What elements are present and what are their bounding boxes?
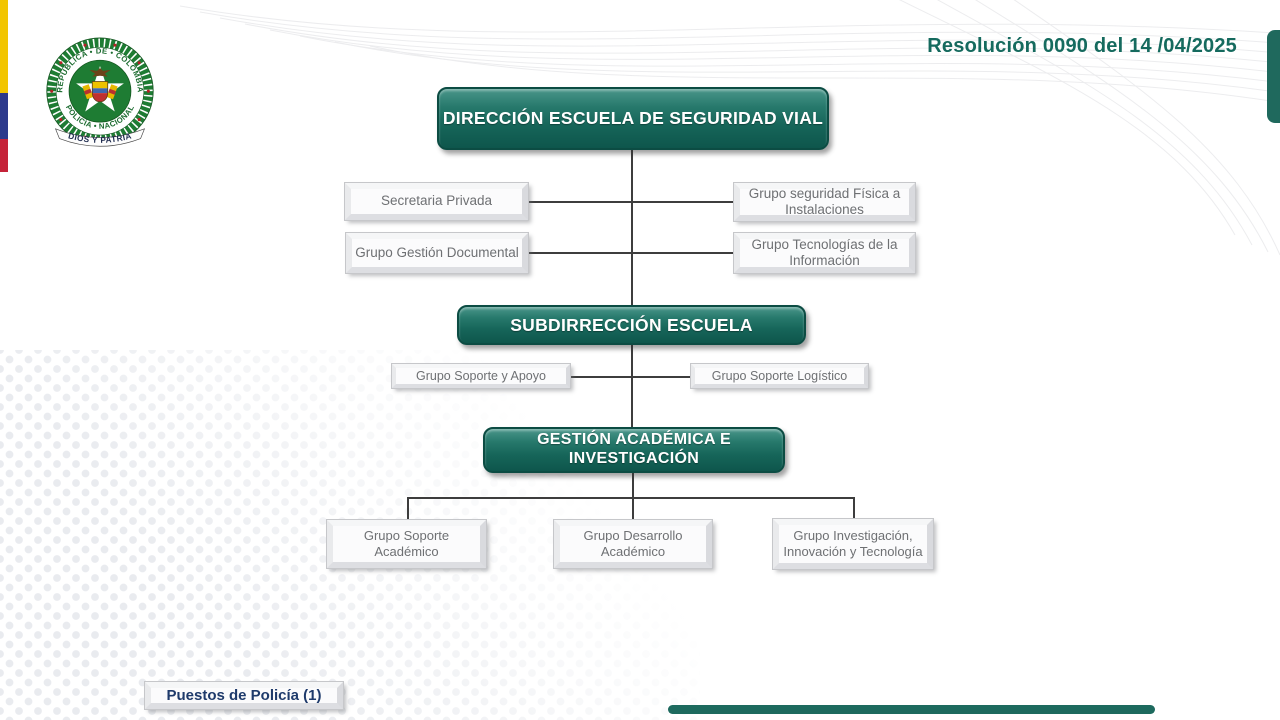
connector-line (632, 469, 634, 498)
org-node-investigacion-innovacion: Grupo Investigación, Innovación y Tecnol… (772, 518, 934, 570)
connector-line (528, 252, 734, 254)
org-node-soporte-academico: Grupo Soporte Académico (326, 519, 487, 569)
connector-line (407, 497, 409, 520)
org-node-subdireccion: SUBDIRRECCIÓN ESCUELA (457, 305, 806, 345)
org-node-tecnologias-informacion: Grupo Tecnologías de la Información (733, 232, 916, 274)
connector-line (528, 201, 734, 203)
puestos-de-policia-label: Puestos de Policía (1) (144, 681, 344, 710)
org-node-gestion-academica: GESTIÓN ACADÉMICA E INVESTIGACIÓN (483, 427, 785, 473)
flag-stripe (0, 0, 8, 172)
connector-line (632, 497, 634, 520)
side-flags-icon (82, 84, 118, 100)
flag-red-band (0, 139, 8, 172)
org-node-seguridad-fisica: Grupo seguridad Física a Instalaciones (733, 182, 916, 222)
right-accent-tab (1267, 30, 1280, 123)
org-node-soporte-logistico: Grupo Soporte Logístico (690, 363, 869, 389)
svg-text:DIOS Y PATRIA: DIOS Y PATRIA (67, 131, 132, 145)
org-node-secretaria-privada: Secretaria Privada (344, 182, 529, 221)
seal-banner-text: DIOS Y PATRIA (67, 131, 132, 145)
footer-accent-bar (668, 705, 1155, 714)
org-node-desarrollo-academico: Grupo Desarrollo Académico (553, 519, 713, 569)
connector-line (570, 376, 691, 378)
connector-line (631, 341, 633, 427)
police-seal-logo: REPÚBLICA • DE • COLOMBIA POLICÍA • NACI… (46, 37, 154, 147)
banner-ribbon-icon (54, 128, 146, 147)
resolution-label: Resolución 0090 del 14 /04/2025 (927, 35, 1237, 57)
connector-line (631, 146, 633, 305)
connector-line (407, 497, 854, 499)
org-node-gestion-documental: Grupo Gestión Documental (345, 232, 529, 274)
shield-icon (91, 81, 109, 103)
flag-yellow-band (0, 0, 8, 93)
org-node-direccion: DIRECCIÓN ESCUELA DE SEGURIDAD VIAL (437, 87, 829, 150)
connector-line (853, 497, 855, 520)
flag-blue-band (0, 93, 8, 139)
condor-icon (89, 67, 111, 77)
org-node-soporte-apoyo: Grupo Soporte y Apoyo (391, 363, 571, 389)
